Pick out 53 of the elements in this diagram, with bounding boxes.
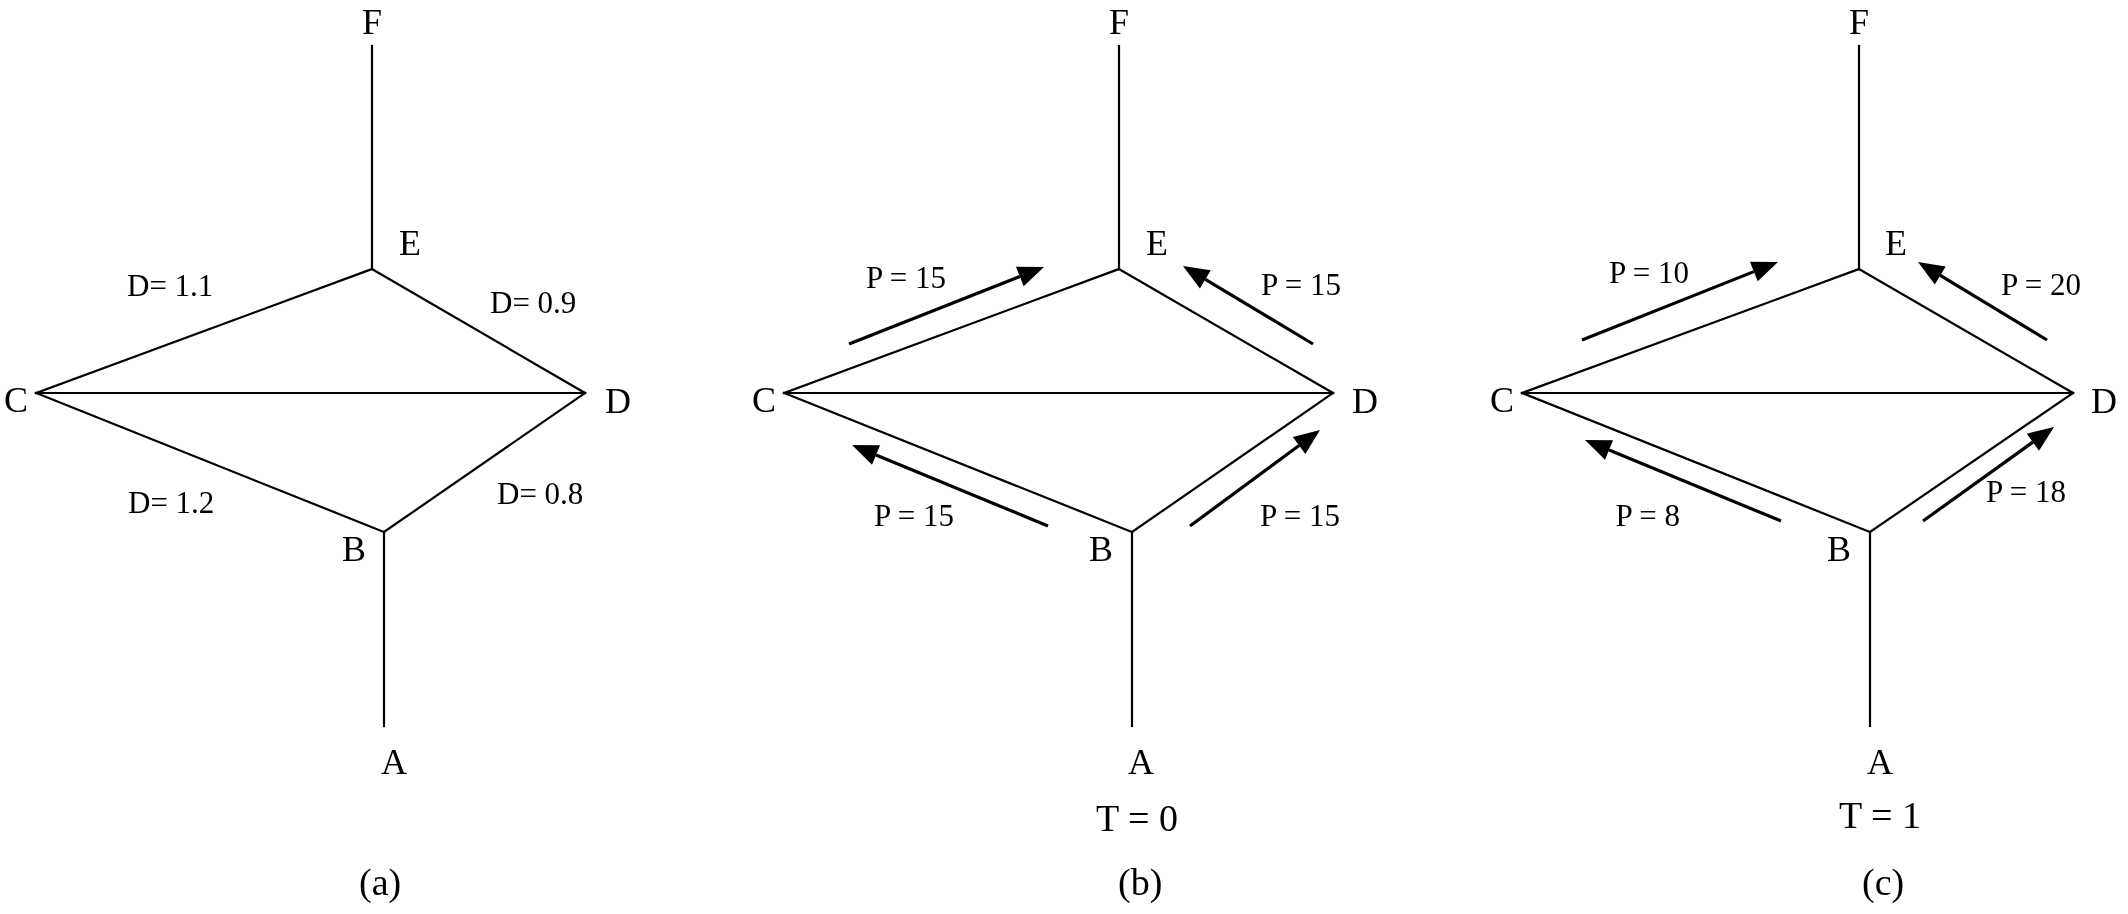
point-label: A: [1128, 726, 1154, 780]
panel-label: (b): [1118, 863, 1163, 903]
point-label: F: [1849, 4, 1870, 46]
time-label: T = 0: [1096, 799, 1178, 839]
edge-label: P = 20: [2001, 268, 2082, 302]
point-label: E: [1119, 225, 1168, 269]
connector-line: [1857, 267, 2075, 395]
edge-label: P = 15: [874, 499, 955, 533]
connector-line: [1868, 530, 1872, 728]
point-label: F: [1109, 4, 1130, 46]
connector-line: [1857, 44, 1861, 271]
point-label: B: [1089, 531, 1132, 567]
connector-line: [1520, 267, 1861, 395]
edge-label: P = 10: [1609, 256, 1690, 290]
edge-label: P = 8: [1615, 499, 1681, 533]
point-label: A: [381, 726, 407, 780]
connector-line: [1117, 267, 1335, 395]
point-label: A: [1867, 726, 1893, 780]
point-label: D: [585, 383, 631, 419]
edge-label: P = 18: [1986, 475, 2067, 509]
connector-line: [34, 391, 386, 534]
point-label: C: [1490, 382, 1522, 418]
connector-line: [370, 267, 587, 395]
point-label: C: [4, 382, 36, 418]
connector-line: [782, 391, 1134, 534]
connector-line: [1130, 391, 1335, 534]
edge-label: P = 15: [1261, 268, 1342, 302]
connector-line: [1868, 391, 2075, 534]
time-label: T = 1: [1839, 796, 1921, 836]
point-label: D: [2073, 383, 2117, 419]
edge-label: P = 15: [866, 261, 947, 295]
edge-label: D= 1.2: [128, 486, 215, 520]
point-label: E: [372, 225, 421, 269]
connector-line: [1130, 530, 1134, 728]
connector-line: [1520, 391, 1872, 534]
point-label: D: [1333, 383, 1378, 419]
point-label: B: [342, 531, 384, 567]
point-label: F: [362, 4, 383, 46]
edge-label: P = 15: [1260, 499, 1341, 533]
panel-label: (c): [1862, 863, 1905, 903]
connector-line: [382, 391, 587, 534]
edge-label: D= 1.1: [127, 269, 214, 303]
panel-label: (a): [359, 863, 402, 903]
connector-line: [34, 267, 374, 395]
point-label: E: [1859, 225, 1907, 269]
connector-line: [370, 44, 374, 271]
connector-line: [382, 530, 386, 728]
connector-line: [782, 267, 1121, 395]
point-label: B: [1827, 531, 1870, 567]
connector-line: [1117, 44, 1121, 271]
edge-label: D= 0.8: [497, 477, 584, 511]
point-label: C: [752, 382, 784, 418]
edge-label: D= 0.9: [490, 286, 577, 320]
